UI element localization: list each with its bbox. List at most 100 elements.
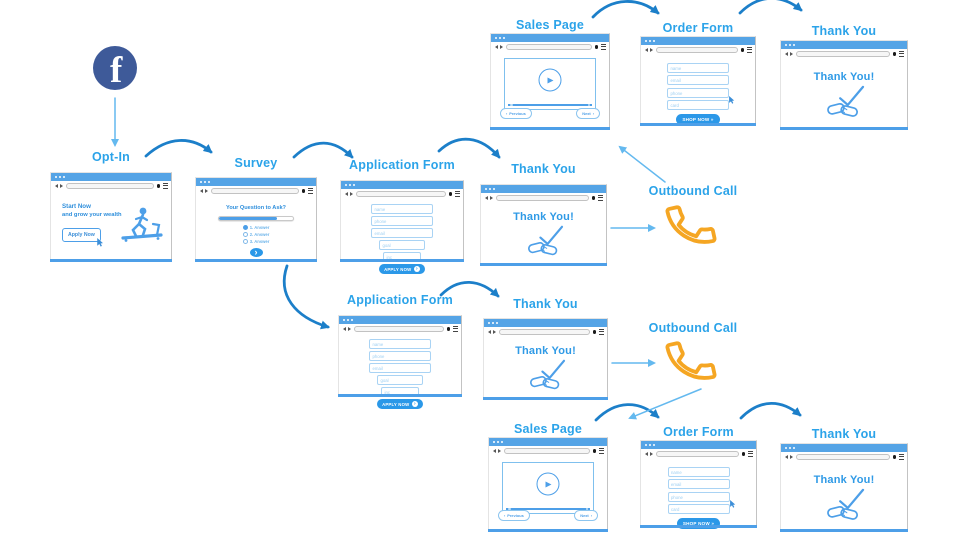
menu-icon[interactable] xyxy=(598,448,604,454)
order-field-phone[interactable]: phone xyxy=(667,87,729,98)
shop-now-button[interactable]: SHOP NOW » xyxy=(676,518,721,529)
menu-icon[interactable] xyxy=(600,44,606,50)
back-icon[interactable] xyxy=(344,192,348,196)
order-field-phone[interactable]: phone xyxy=(667,491,730,502)
url-bar[interactable] xyxy=(503,447,591,455)
profile-icon[interactable] xyxy=(892,52,896,56)
profile-icon[interactable] xyxy=(592,330,596,334)
previous-button[interactable]: ‹Previous xyxy=(498,510,530,521)
next-button[interactable]: Next› xyxy=(576,108,600,119)
apply-now-button[interactable]: Apply Now xyxy=(62,228,101,242)
forward-icon[interactable] xyxy=(350,192,353,196)
profile-icon[interactable] xyxy=(156,184,160,188)
url-bar[interactable] xyxy=(65,182,155,190)
next-button[interactable]: Next› xyxy=(574,510,598,521)
menu-icon[interactable] xyxy=(162,183,168,189)
order-field-card[interactable]: card xyxy=(667,100,729,111)
url-bar[interactable] xyxy=(655,450,740,458)
menu-icon[interactable] xyxy=(454,191,460,197)
application-field-name[interactable]: name xyxy=(369,339,431,349)
url-bar[interactable] xyxy=(505,43,593,51)
back-icon[interactable] xyxy=(484,196,488,200)
profile-icon[interactable] xyxy=(301,189,305,193)
apply-now-button[interactable]: APPLY NOW› xyxy=(379,264,425,275)
back-icon[interactable] xyxy=(644,452,648,456)
shop-now-button[interactable]: SHOP NOW » xyxy=(676,114,720,125)
back-icon[interactable] xyxy=(54,184,58,188)
forward-icon[interactable] xyxy=(650,452,653,456)
order-field-card[interactable]: card xyxy=(667,504,730,515)
forward-icon[interactable] xyxy=(498,449,501,453)
forward-icon[interactable] xyxy=(500,45,503,49)
back-icon[interactable] xyxy=(199,189,203,193)
menu-icon[interactable] xyxy=(598,329,604,335)
application-field-goal[interactable]: goal xyxy=(377,374,423,385)
profile-icon[interactable] xyxy=(892,455,896,459)
application-field-email[interactable]: email xyxy=(371,227,433,238)
survey-next-button[interactable]: › xyxy=(249,248,263,257)
forward-icon[interactable] xyxy=(650,48,653,52)
application-field-goal[interactable]: goal xyxy=(379,239,425,250)
video-player[interactable] xyxy=(502,462,594,514)
menu-icon[interactable] xyxy=(898,454,904,460)
menu-icon[interactable] xyxy=(307,188,313,194)
order-field-email[interactable]: email xyxy=(667,479,730,490)
video-progress-bar[interactable] xyxy=(508,103,592,106)
back-icon[interactable] xyxy=(494,45,498,49)
radio-icon[interactable] xyxy=(242,238,248,244)
application-field-phone[interactable]: phone xyxy=(371,215,433,226)
order-field-name[interactable]: name xyxy=(667,467,730,477)
back-icon[interactable] xyxy=(644,48,648,52)
url-bar[interactable] xyxy=(355,190,447,198)
url-bar[interactable] xyxy=(210,187,300,195)
forward-icon[interactable] xyxy=(790,455,793,459)
profile-icon[interactable] xyxy=(741,452,745,456)
url-bar[interactable] xyxy=(795,50,891,58)
menu-icon[interactable] xyxy=(898,51,904,57)
menu-icon[interactable] xyxy=(597,195,603,201)
apply-now-button[interactable]: APPLY NOW› xyxy=(377,399,423,410)
url-bar[interactable] xyxy=(353,325,445,333)
application-field-phone[interactable]: phone xyxy=(369,350,431,361)
order-field-name[interactable]: name xyxy=(667,63,729,73)
video-progress-bar[interactable] xyxy=(506,507,590,510)
video-player[interactable] xyxy=(504,58,596,110)
forward-icon[interactable] xyxy=(493,330,496,334)
profile-icon[interactable] xyxy=(591,196,595,200)
profile-icon[interactable] xyxy=(446,327,450,331)
application-field-name[interactable]: name xyxy=(371,204,433,214)
menu-icon[interactable] xyxy=(452,326,458,332)
url-bar[interactable] xyxy=(495,194,590,202)
profile-icon[interactable] xyxy=(594,45,598,49)
radio-icon[interactable] xyxy=(242,232,248,238)
back-icon[interactable] xyxy=(784,52,788,56)
play-button[interactable] xyxy=(536,472,560,496)
play-button[interactable] xyxy=(538,68,562,92)
order-field-email[interactable]: email xyxy=(667,75,729,86)
previous-button[interactable]: ‹Previous xyxy=(500,108,532,119)
back-icon[interactable] xyxy=(487,330,491,334)
forward-icon[interactable] xyxy=(490,196,493,200)
url-bar[interactable] xyxy=(795,453,891,461)
forward-icon[interactable] xyxy=(348,327,351,331)
back-icon[interactable] xyxy=(342,327,346,331)
menu-icon[interactable] xyxy=(746,47,752,53)
facebook-icon[interactable]: f xyxy=(93,46,137,90)
survey-option-3[interactable]: 3. Answer xyxy=(242,238,269,244)
browser-window-application-form-1: name phone email goal inc APPLY NOW› xyxy=(340,180,464,275)
menu-icon[interactable] xyxy=(747,451,753,457)
back-icon[interactable] xyxy=(492,449,496,453)
survey-option-1[interactable]: 1. Answer xyxy=(242,225,269,231)
profile-icon[interactable] xyxy=(592,449,596,453)
profile-icon[interactable] xyxy=(448,192,452,196)
survey-option-2[interactable]: 2. Answer xyxy=(242,232,269,238)
forward-icon[interactable] xyxy=(60,184,63,188)
application-field-email[interactable]: email xyxy=(369,362,431,373)
back-icon[interactable] xyxy=(784,455,788,459)
radio-checked-icon[interactable] xyxy=(242,225,248,231)
url-bar[interactable] xyxy=(498,328,591,336)
forward-icon[interactable] xyxy=(205,189,208,193)
url-bar[interactable] xyxy=(655,46,739,54)
profile-icon[interactable] xyxy=(740,48,744,52)
forward-icon[interactable] xyxy=(790,52,793,56)
